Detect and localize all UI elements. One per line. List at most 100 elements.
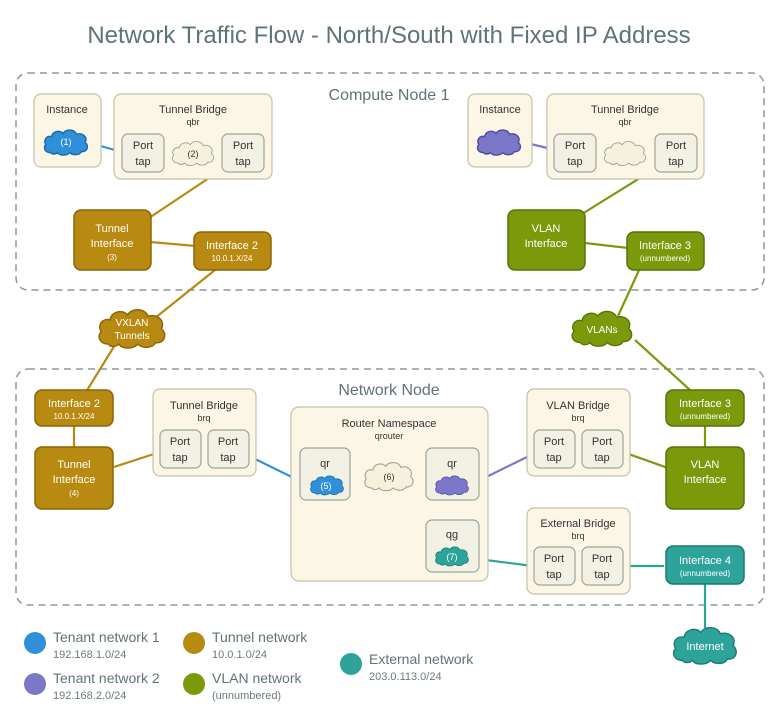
svg-text:VLAN Bridge: VLAN Bridge: [546, 400, 610, 412]
network-node-label: Network Node: [338, 382, 439, 399]
svg-text:Tunnel Bridge: Tunnel Bridge: [159, 104, 227, 116]
diagram-title: Network Traffic Flow - North/South with …: [87, 22, 690, 49]
network-vlan-interface: VLAN Interface: [665, 446, 745, 510]
network-tunnel-port-tap-b: [207, 429, 250, 469]
svg-text:(6): (6): [384, 472, 395, 482]
compute-right-port-tap-b: [654, 133, 698, 173]
svg-text:tap: tap: [594, 569, 609, 581]
svg-text:tap: tap: [172, 452, 187, 464]
svg-text:Tenant network 1: Tenant network 1: [53, 629, 160, 645]
svg-text:Port: Port: [218, 436, 238, 448]
svg-text:Interface 2: Interface 2: [206, 240, 258, 252]
svg-text:VLANs: VLANs: [586, 325, 617, 336]
svg-text:tap: tap: [668, 156, 683, 168]
svg-text:(unnumbered): (unnumbered): [680, 412, 731, 421]
svg-text:Tunnel: Tunnel: [57, 459, 90, 471]
ext-port-tap-b: [581, 546, 624, 586]
svg-text:Port: Port: [544, 436, 564, 448]
svg-text:tap: tap: [546, 452, 561, 464]
legend-item: External network 203.0.113.0/24: [340, 651, 474, 683]
svg-text:Interface 3: Interface 3: [679, 398, 731, 410]
svg-text:Tunnel Bridge: Tunnel Bridge: [170, 400, 238, 412]
svg-text:10.0.1.0/24: 10.0.1.0/24: [212, 649, 267, 661]
network-node-container: [15, 368, 765, 606]
svg-text:VLAN network: VLAN network: [212, 670, 302, 686]
svg-text:Tunnel: Tunnel: [95, 223, 128, 235]
network-tunnel-bridge: Tunnel Bridge brq Port tap Port tap: [152, 388, 257, 477]
svg-text:brq: brq: [197, 413, 210, 423]
legend-item: Tenant network 2 192.168.2.0/24: [24, 670, 160, 702]
compute-node-container: [15, 72, 765, 291]
svg-text:Internet: Internet: [686, 641, 723, 653]
svg-text:Tunnel network: Tunnel network: [212, 629, 308, 645]
svg-text:Interface 4: Interface 4: [679, 555, 731, 567]
svg-text:qbr: qbr: [618, 117, 631, 127]
svg-text:tap: tap: [235, 156, 250, 168]
svg-text:Tunnels: Tunnels: [114, 331, 149, 342]
legend-swatch: [183, 632, 205, 654]
svg-text:(5): (5): [321, 481, 332, 491]
svg-text:Interface 2: Interface 2: [48, 398, 100, 410]
svg-text:tap: tap: [594, 452, 609, 464]
compute-vlan-interface: VLAN Interface: [507, 209, 586, 271]
svg-text:qr: qr: [320, 458, 330, 470]
svg-text:(unnumbered): (unnumbered): [680, 569, 731, 578]
svg-text:(unnumbered): (unnumbered): [640, 254, 691, 263]
svg-text:Port: Port: [565, 140, 585, 152]
svg-text:qrouter: qrouter: [375, 431, 404, 441]
legend-swatch: [340, 653, 362, 675]
svg-text:192.168.2.0/24: 192.168.2.0/24: [53, 690, 126, 702]
svg-text:Instance: Instance: [46, 104, 88, 116]
svg-text:Port: Port: [592, 553, 612, 565]
compute-node-label: Compute Node 1: [329, 87, 450, 104]
compute-left-tunnel-bridge: Tunnel Bridge qbr Port tap (2) Port tap: [113, 93, 273, 180]
svg-text:192.168.1.0/24: 192.168.1.0/24: [53, 649, 126, 661]
compute-interface-3: Interface 3 (unnumbered): [626, 231, 705, 271]
compute-right-instance: Instance: [467, 93, 533, 168]
svg-text:Port: Port: [233, 140, 253, 152]
svg-text:VXLAN: VXLAN: [116, 318, 149, 329]
legend-item: VLAN network (unnumbered): [183, 670, 302, 702]
vlan-port-tap-a: [533, 429, 576, 469]
vlans-cloud: VLANs: [571, 310, 633, 347]
compute-left-port-tap-a: [121, 133, 165, 173]
network-vlan-bridge: VLAN Bridge brq Port tap Port tap: [526, 388, 631, 477]
svg-text:Interface: Interface: [53, 474, 96, 486]
svg-text:Tunnel Bridge: Tunnel Bridge: [591, 104, 659, 116]
compute-right-port-tap-a: [553, 133, 597, 173]
ext-port-tap-a: [533, 546, 576, 586]
svg-text:(1): (1): [61, 137, 72, 147]
compute-interface-2: Interface 2 10.0.1.X/24: [193, 231, 272, 271]
svg-text:Interface: Interface: [525, 238, 568, 250]
svg-text:10.0.1.X/24: 10.0.1.X/24: [54, 412, 95, 421]
router-namespace: Router Namespace qrouter qr (5) (6) qr q…: [290, 406, 489, 582]
svg-text:Port: Port: [170, 436, 190, 448]
svg-text:Interface 3: Interface 3: [639, 240, 691, 252]
svg-text:tap: tap: [546, 569, 561, 581]
svg-text:Tenant network 2: Tenant network 2: [53, 670, 160, 686]
svg-text:qr: qr: [447, 458, 457, 470]
legend-item: Tenant network 1 192.168.1.0/24: [24, 629, 160, 661]
svg-text:Port: Port: [592, 436, 612, 448]
svg-text:(unnumbered): (unnumbered): [212, 690, 281, 702]
legend-swatch: [183, 673, 205, 695]
legend-swatch: [24, 673, 46, 695]
svg-text:brq: brq: [571, 413, 584, 423]
svg-text:tap: tap: [567, 156, 582, 168]
svg-text:203.0.113.0/24: 203.0.113.0/24: [369, 671, 442, 683]
network-interface-2: Interface 2 10.0.1.X/24: [34, 389, 114, 427]
internet-cloud: Internet: [672, 626, 738, 666]
svg-text:External Bridge: External Bridge: [540, 518, 615, 530]
svg-text:(3): (3): [107, 253, 117, 262]
svg-text:Port: Port: [666, 140, 686, 152]
compute-tunnel-interface: Tunnel Interface (3): [73, 209, 152, 271]
legend-item: Tunnel network 10.0.1.0/24: [183, 629, 308, 661]
vlan-port-tap-b: [581, 429, 624, 469]
network-tunnel-port-tap-a: [159, 429, 202, 469]
network-external-bridge: External Bridge brq Port tap Port tap: [526, 507, 631, 595]
svg-text:10.0.1.X/24: 10.0.1.X/24: [212, 254, 253, 263]
legend: Tenant network 1 192.168.1.0/24 Tenant n…: [24, 629, 474, 702]
compute-left-port-tap-b: [221, 133, 265, 173]
compute-left-instance: Instance (1): [33, 93, 102, 168]
